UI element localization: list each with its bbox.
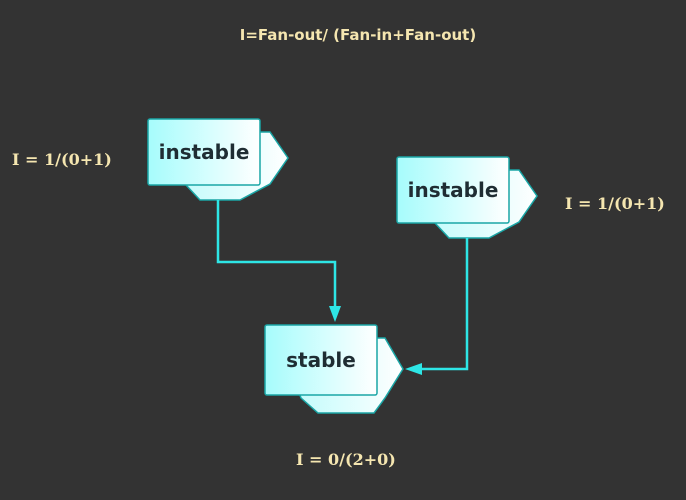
formula-instable-left: I = 1/(0+1)	[12, 150, 112, 169]
edge-line	[420, 238, 469, 371]
node-instable-left-label: instable	[158, 140, 250, 164]
node-instable-right-front	[396, 156, 510, 224]
formula-stable: I = 0/(2+0)	[296, 450, 396, 469]
edge-line	[216, 200, 337, 308]
edge-arrowhead	[405, 363, 422, 375]
node-instable-right[interactable]	[396, 156, 538, 239]
diagram-title: I=Fan-out/ (Fan-in+Fan-out)	[239, 26, 477, 44]
node-instable-left-front	[147, 118, 261, 186]
edge-instable-left-to-stable	[216, 200, 341, 322]
node-stable-front	[264, 324, 378, 396]
edge-arrowhead	[329, 306, 341, 322]
node-instable-right-label: instable	[407, 178, 499, 202]
node-instable-left[interactable]	[147, 118, 289, 201]
node-stable-label: stable	[286, 348, 356, 372]
edge-instable-right-to-stable	[405, 238, 469, 375]
formula-instable-right: I = 1/(0+1)	[565, 194, 665, 213]
node-stable[interactable]	[264, 324, 404, 414]
